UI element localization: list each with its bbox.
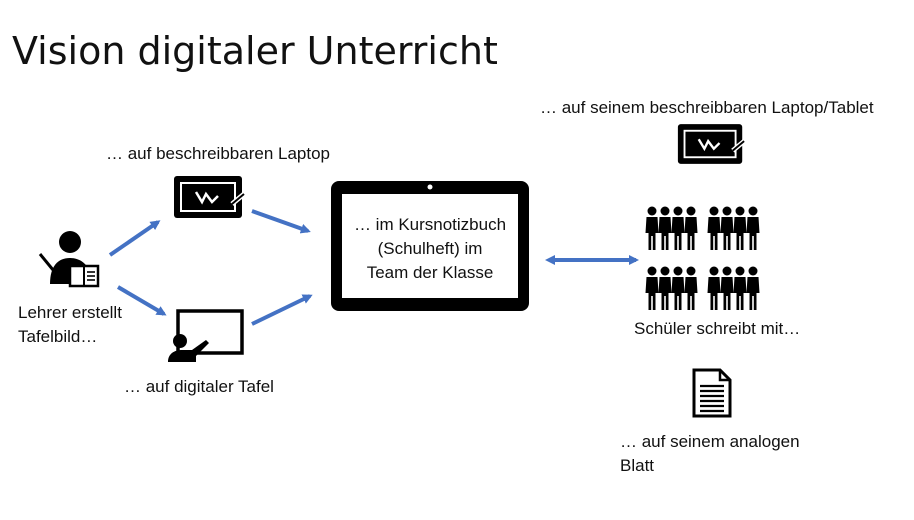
- student-figure: [671, 266, 685, 310]
- page-title: Vision digitaler Unterricht: [12, 29, 498, 73]
- arrow-teacher-to-board: [116, 285, 167, 316]
- notebook-line1: … im Kursnotizbuch: [353, 215, 507, 234]
- student-figure: [684, 266, 698, 310]
- student-figure: [720, 206, 734, 250]
- student-figure: [733, 206, 747, 250]
- student-figure: [658, 206, 672, 250]
- tablet-device-icon: [331, 181, 529, 311]
- laptop-teacher-label: … auf beschreibbaren Laptop: [106, 144, 330, 163]
- student-figure: [671, 206, 685, 250]
- students-group-icon: [645, 206, 760, 310]
- teacher-label-line2: Tafelbild…: [18, 327, 98, 346]
- students-label: Schüler schreibt mit…: [634, 319, 801, 338]
- document-icon: [692, 368, 732, 418]
- paper-label-line1: … auf seinem analogen: [620, 432, 800, 451]
- teacher-presenting-icon: [38, 231, 100, 288]
- student-figure: [707, 206, 721, 250]
- teacher-label-line1: Lehrer erstellt: [18, 303, 122, 322]
- pen-tablet-icon: [174, 176, 246, 218]
- student-figure: [645, 266, 659, 310]
- student-figure: [684, 206, 698, 250]
- pen-tablet-icon: [677, 124, 746, 164]
- digital-board-label: … auf digitaler Tafel: [124, 377, 274, 396]
- notebook-line3: Team der Klasse: [366, 263, 494, 282]
- student-figure: [707, 266, 721, 310]
- student-laptop-label: … auf seinem beschreibbaren Laptop/Table…: [540, 98, 874, 117]
- notebook-line2: (Schulheft) im: [377, 239, 483, 258]
- notebook-text: … im Kursnotizbuch (Schulheft) im Team d…: [340, 213, 520, 285]
- paper-label-line2: Blatt: [620, 456, 655, 475]
- student-figure: [645, 206, 659, 250]
- student-figure: [746, 266, 760, 310]
- presenter-board-icon: [168, 309, 244, 362]
- student-figure: [658, 266, 672, 310]
- arrow-laptop-to-notebook: [251, 209, 311, 234]
- student-figure: [720, 266, 734, 310]
- student-figure: [746, 206, 760, 250]
- arrow-teacher-to-laptop: [108, 220, 161, 257]
- arrow-board-to-notebook: [251, 294, 313, 326]
- student-figure: [733, 266, 747, 310]
